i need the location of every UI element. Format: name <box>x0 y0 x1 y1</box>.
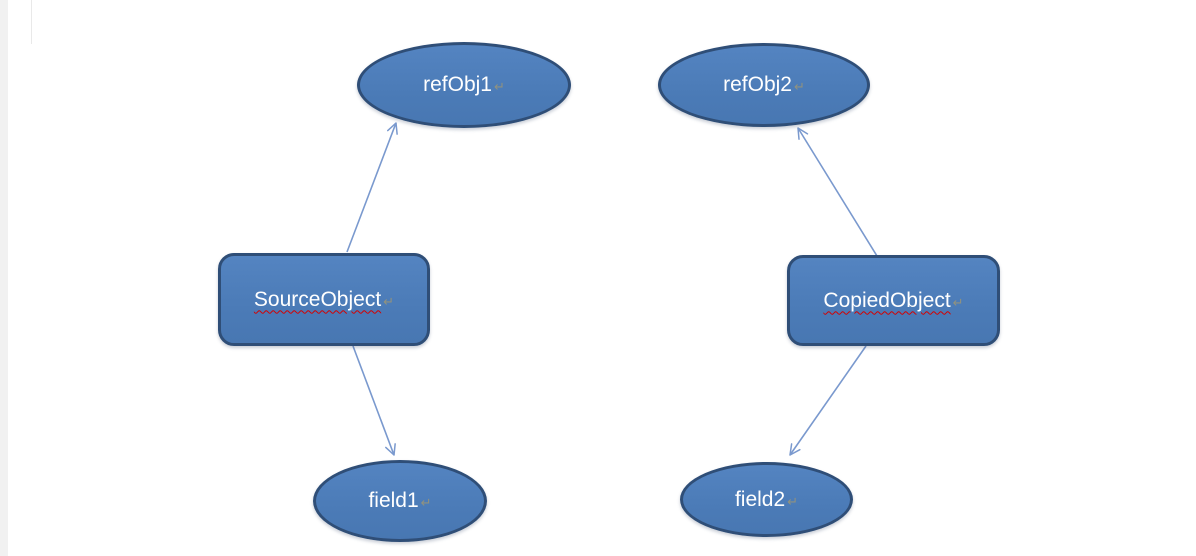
node-refobj1[interactable]: refObj1↵ <box>357 42 571 128</box>
node-refobj1-label: refObj1 <box>423 73 492 96</box>
node-field1-label: field1 <box>368 489 419 512</box>
line-break-mark: ↵ <box>420 495 432 510</box>
node-refobj2-label: refObj2 <box>723 73 792 96</box>
edge-copiedobject-to-field2[interactable] <box>789 345 867 456</box>
node-sourceobject[interactable]: SourceObject↵ <box>218 253 430 346</box>
node-field2[interactable]: field2↵ <box>680 462 853 537</box>
edge-copiedobject-to-refobj2[interactable] <box>797 127 878 257</box>
node-field1[interactable]: field1↵ <box>313 460 487 542</box>
page-margin-strip <box>0 0 8 556</box>
line-break-mark: ↵ <box>793 79 805 94</box>
node-copiedobject-label: CopiedObject <box>823 288 951 312</box>
line-break-mark: ↵ <box>952 294 964 310</box>
node-copiedobject[interactable]: CopiedObject↵ <box>787 255 1000 346</box>
edge-sourceobject-to-field1[interactable] <box>352 345 396 456</box>
node-refobj2[interactable]: refObj2↵ <box>658 43 870 127</box>
faint-top-rule <box>31 0 32 44</box>
node-field2-label: field2 <box>734 487 786 511</box>
edge-sourceobject-to-refobj1[interactable] <box>346 122 398 253</box>
line-break-mark: ↵ <box>383 293 395 309</box>
line-break-mark: ↵ <box>787 493 799 509</box>
line-break-mark: ↵ <box>493 79 505 94</box>
node-sourceobject-label: SourceObject <box>253 287 382 311</box>
